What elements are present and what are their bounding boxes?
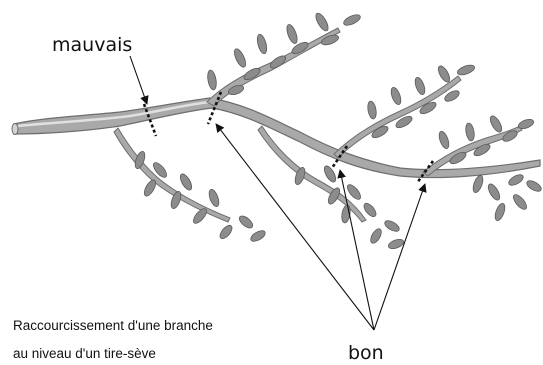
cut-line-good-2 (330, 145, 349, 169)
arrow-good-3 (373, 183, 427, 331)
middle-lower-branch (257, 125, 367, 223)
leaves (134, 12, 542, 250)
caption-line-1: Raccourcissement d'une branche (13, 318, 213, 333)
label-bad: mauvais (52, 34, 132, 56)
caption-line-2: au niveau d'un tire-sève (13, 346, 156, 361)
main-branch (13, 97, 541, 179)
arrow-bad (129, 55, 149, 105)
cut-markers (142, 91, 435, 184)
cut-line-bad (142, 103, 158, 137)
arrow-good-2 (337, 169, 375, 331)
arrows (129, 55, 427, 331)
arrow-good-1 (215, 123, 375, 331)
cut-line-good-3 (415, 160, 435, 184)
branch (11, 12, 542, 250)
cut-line-good-1 (206, 91, 223, 125)
right-upper-branch (333, 75, 462, 159)
label-good: bon (348, 342, 384, 364)
